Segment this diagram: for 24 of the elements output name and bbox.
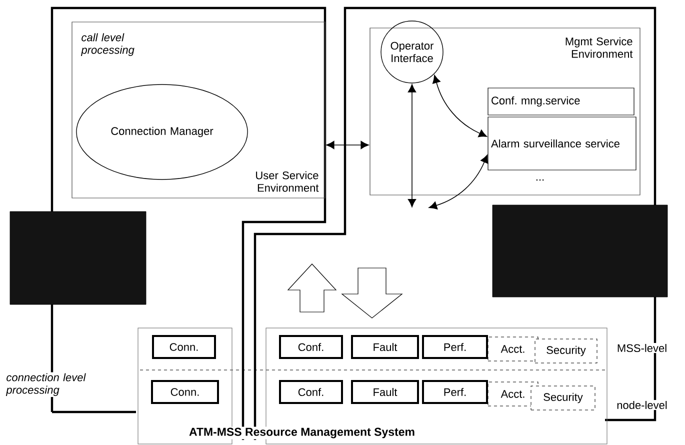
arrow: [432, 75, 487, 138]
function-box: Conn.: [152, 335, 216, 359]
ellipsis: ...: [536, 179, 544, 181]
service-box: Conf. mng.service: [488, 88, 634, 116]
blacked-out-box: [492, 204, 668, 298]
function-box: Fault: [351, 380, 419, 404]
blacked-out-box: [10, 211, 146, 305]
function-box: Security: [530, 386, 596, 410]
function-box: Perf.: [422, 335, 488, 359]
arrow: [408, 84, 416, 208]
arrow: [326, 140, 369, 150]
function-box: Fault: [351, 335, 419, 359]
side-label: connection level processing: [5, 372, 88, 397]
function-box: Conf.: [279, 335, 343, 359]
function-box: Acct.: [488, 336, 538, 362]
arrow: [428, 154, 488, 210]
level-label: node-level: [616, 400, 668, 410]
function-box: Conn.: [151, 380, 219, 404]
function-box: Perf.: [422, 380, 488, 404]
function-box: Security: [534, 338, 598, 364]
level-label: MSS-level: [616, 342, 668, 354]
caption: ATM-MSS Resource Management System: [188, 426, 416, 440]
function-box: Conf.: [279, 380, 343, 404]
service-box: Alarm surveillance service: [488, 116, 636, 170]
